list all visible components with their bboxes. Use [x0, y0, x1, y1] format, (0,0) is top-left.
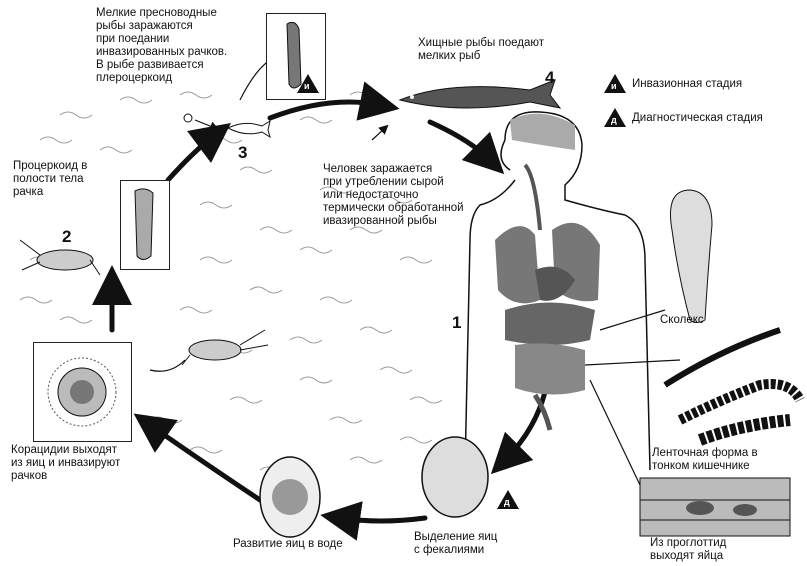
coracidium-frame — [33, 342, 132, 442]
human-organs — [495, 114, 600, 430]
procercoid-frame — [120, 180, 170, 270]
step-number-3: 3 — [238, 143, 247, 163]
coracidium-illustration — [34, 343, 131, 441]
egg-excreted — [422, 437, 488, 517]
small-fish — [228, 121, 270, 137]
plerocercoid-frame: и — [266, 13, 326, 100]
human-infection-label: Человек заражается при утреблении сырой … — [323, 163, 464, 228]
step-number-4: 4 — [545, 68, 554, 88]
procercoid-label: Процеркоид в полости тела рачка — [13, 160, 87, 199]
invasive-stage-icon: и — [604, 74, 626, 93]
pike-fish — [400, 80, 560, 108]
step-number-2: 2 — [62, 227, 71, 247]
procercoid-illustration — [121, 181, 169, 269]
tapeworm-label: Ленточная форма в тонком кишечнике — [652, 447, 758, 473]
step-number-1: 1 — [452, 313, 461, 333]
scolex-label: Сколекс — [660, 314, 704, 327]
small-fish-label: Мелкие пресноводные рыбы заражаются при … — [96, 7, 227, 85]
diagnostic-badge-egg: д — [497, 490, 519, 509]
proglottid-label: Из проглоттид выходят яйца — [650, 537, 726, 563]
coracidia-label: Корацидии выходят из яиц и инвазируют ра… — [11, 444, 120, 483]
pointer-lines — [150, 60, 680, 485]
crustacean-copepod-left — [20, 240, 100, 275]
scolex-illustration — [670, 190, 712, 323]
invasive-badge-fish: и — [297, 74, 319, 93]
diagnostic-stage-icon: д — [604, 108, 626, 127]
proglottid-illustration — [640, 478, 790, 536]
small-crustacean-egg — [184, 114, 192, 122]
egg-development-label: Развитие яиц в воде — [233, 538, 343, 551]
legend-diagnostic: д Диагностическая стадия — [604, 108, 763, 127]
predator-fish-label: Хищные рыбы поедают мелких рыб — [418, 37, 544, 63]
egg-embryo — [272, 479, 308, 515]
tapeworm-illustration — [665, 330, 800, 440]
egg-excretion-label: Выделение яиц с фекалиями — [414, 531, 497, 557]
crustacean-copepod-right — [182, 330, 268, 365]
legend-invasive: и Инвазионная стадия — [604, 74, 742, 93]
